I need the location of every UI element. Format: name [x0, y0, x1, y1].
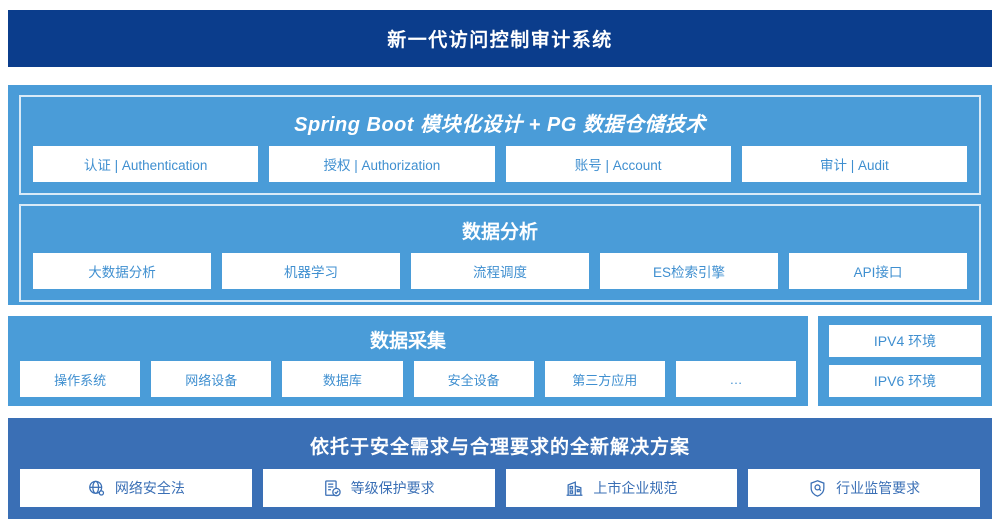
solution-section: 依托于安全需求与合理要求的全新解决方案 网络安全法	[8, 418, 992, 519]
collection-chip-row: 操作系统 网络设备 数据库 安全设备 第三方应用 …	[20, 361, 797, 397]
solution-chip-row: 网络安全法 等级保护要求	[20, 469, 980, 507]
platform-stack-panel: Spring Boot 模块化设计 + PG 数据仓储技术 认证 | Authe…	[8, 85, 992, 305]
platform-chip-authentication[interactable]: 认证 | Authentication	[33, 146, 259, 182]
solution-chip-industry-regulation[interactable]: 行业监管要求	[748, 469, 980, 507]
solution-chip-label: 网络安全法	[114, 480, 185, 496]
analysis-section-title: 数据分析	[461, 222, 538, 243]
collection-chip-network-device[interactable]: 网络设备	[151, 361, 272, 397]
platform-chip-row: 认证 | Authentication 授权 | Authorization 账…	[33, 146, 967, 182]
analysis-chip-api[interactable]: API接口	[789, 253, 967, 289]
solution-chip-label: 等级保护要求	[350, 480, 435, 496]
platform-chip-account[interactable]: 账号 | Account	[505, 146, 731, 182]
analysis-chip-es-search[interactable]: ES检索引擎	[600, 253, 778, 289]
analysis-chip-process-scheduling[interactable]: 流程调度	[411, 253, 589, 289]
collection-chip-third-party-app[interactable]: 第三方应用	[544, 361, 665, 397]
document-check-icon	[323, 479, 342, 498]
analysis-section: 数据分析 大数据分析 机器学习 流程调度 ES检索引擎 API接口	[19, 204, 981, 302]
environment-chip-ipv4[interactable]: IPV4 环境	[829, 325, 981, 357]
page-title: 新一代访问控制审计系统	[387, 30, 613, 51]
analysis-chip-row: 大数据分析 机器学习 流程调度 ES检索引擎 API接口	[33, 253, 967, 289]
platform-section-title: Spring Boot 模块化设计 + PG 数据仓储技术	[294, 114, 706, 136]
collection-chip-database[interactable]: 数据库	[282, 361, 403, 397]
solution-chip-listed-enterprise[interactable]: 上市企业规范	[505, 469, 738, 507]
globe-icon	[87, 479, 106, 498]
collection-chip-security-device[interactable]: 安全设备	[413, 361, 534, 397]
page-header: 新一代访问控制审计系统	[8, 10, 992, 67]
collection-chip-more[interactable]: …	[675, 361, 797, 397]
environment-section: IPV4 环境 IPV6 环境	[818, 316, 992, 406]
collection-section: 数据采集 操作系统 网络设备 数据库 安全设备 第三方应用 …	[8, 316, 808, 406]
solution-section-title: 依托于安全需求与合理要求的全新解决方案	[309, 437, 690, 458]
platform-chip-audit[interactable]: 审计 | Audit	[741, 146, 967, 182]
environment-chip-ipv6[interactable]: IPV6 环境	[829, 365, 981, 397]
platform-chip-authorization[interactable]: 授权 | Authorization	[269, 146, 495, 182]
building-icon	[565, 479, 584, 498]
collection-row: 数据采集 操作系统 网络设备 数据库 安全设备 第三方应用 … IPV4 环境 …	[8, 316, 992, 406]
collection-section-title: 数据采集	[369, 331, 446, 352]
solution-chip-classified-protection[interactable]: 等级保护要求	[262, 469, 495, 507]
solution-chip-label: 行业监管要求	[836, 480, 921, 496]
analysis-chip-machine-learning[interactable]: 机器学习	[222, 253, 400, 289]
analysis-chip-bigdata[interactable]: 大数据分析	[33, 253, 211, 289]
solution-chip-label: 上市企业规范	[593, 480, 678, 496]
platform-section: Spring Boot 模块化设计 + PG 数据仓储技术 认证 | Authe…	[19, 95, 981, 195]
collection-chip-operating-system[interactable]: 操作系统	[20, 361, 141, 397]
solution-chip-cybersecurity-law[interactable]: 网络安全法	[20, 469, 252, 507]
shield-search-icon	[808, 479, 827, 498]
